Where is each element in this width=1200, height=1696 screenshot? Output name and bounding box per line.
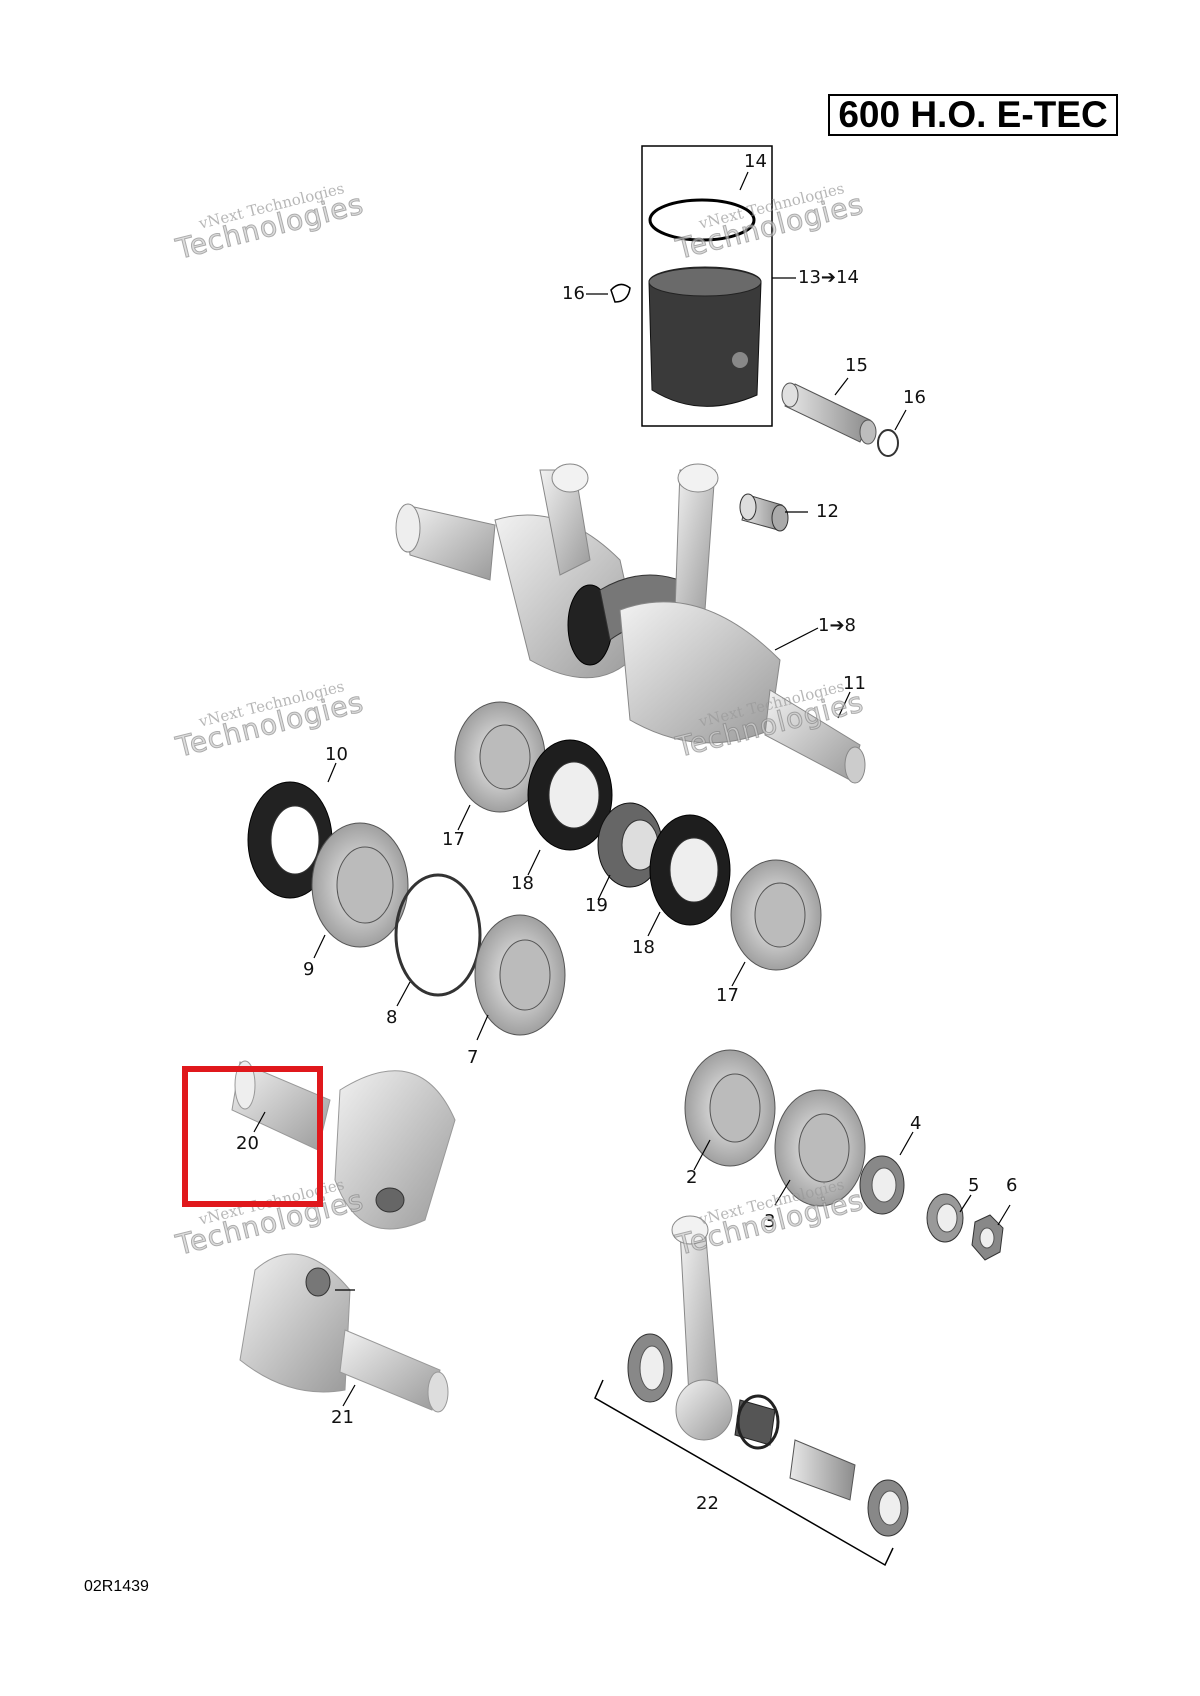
callout-22[interactable]: 22 xyxy=(696,1493,719,1514)
bearing-7 xyxy=(474,914,566,1036)
leader-lines xyxy=(253,171,1011,1407)
callout-11[interactable]: 11 xyxy=(843,673,866,694)
piston-ring xyxy=(648,198,756,242)
callout-19[interactable]: 19 xyxy=(585,895,608,916)
piston-assembly xyxy=(610,145,773,427)
callout-20[interactable]: 20 xyxy=(236,1133,259,1154)
crankshaft-half-20 xyxy=(231,1060,456,1230)
piston xyxy=(648,281,762,407)
o-ring xyxy=(394,873,482,997)
callout-3[interactable]: 3 xyxy=(764,1211,776,1232)
callout-14[interactable]: 14 xyxy=(744,151,767,172)
seal-18-left xyxy=(527,739,613,851)
callout-16-right[interactable]: 16 xyxy=(903,387,926,408)
crankshaft-assembly xyxy=(395,463,866,784)
callout-16-top[interactable]: 16 xyxy=(562,283,585,304)
piston-pin xyxy=(781,382,899,457)
callout-4[interactable]: 4 xyxy=(910,1113,922,1134)
callout-18-right[interactable]: 18 xyxy=(632,937,655,958)
callout-1-8[interactable]: 1➔8 xyxy=(818,615,856,636)
bearing-17-left xyxy=(454,701,546,813)
bearing-17-right xyxy=(730,859,822,971)
callout-17-left[interactable]: 17 xyxy=(442,829,465,850)
model-title: 600 H.O. E-TEC xyxy=(828,94,1118,136)
callout-21[interactable]: 21 xyxy=(331,1407,354,1428)
drive-gear xyxy=(597,802,663,888)
bearing-2 xyxy=(684,1049,776,1167)
callout-17-right[interactable]: 17 xyxy=(716,985,739,1006)
selected-part-highlight xyxy=(182,1066,323,1207)
seal-18-right xyxy=(649,814,731,926)
connecting-rod-kit xyxy=(594,1215,909,1567)
bearing-3 xyxy=(774,1089,866,1207)
callout-18-left[interactable]: 18 xyxy=(511,873,534,894)
circlip-right xyxy=(877,429,899,457)
bearing-9 xyxy=(311,822,409,948)
callout-13-14[interactable]: 13➔14 xyxy=(798,267,859,288)
circlip-top xyxy=(610,283,631,303)
callout-15[interactable]: 15 xyxy=(845,355,868,376)
callout-2[interactable]: 2 xyxy=(686,1167,698,1188)
callout-7[interactable]: 7 xyxy=(467,1047,479,1068)
callout-9[interactable]: 9 xyxy=(303,959,315,980)
callout-10[interactable]: 10 xyxy=(325,744,348,765)
crankshaft-half-21 xyxy=(239,1253,449,1413)
needle-bearing-top xyxy=(739,493,789,532)
callout-5[interactable]: 5 xyxy=(968,1175,980,1196)
callout-6[interactable]: 6 xyxy=(1006,1175,1018,1196)
callout-12[interactable]: 12 xyxy=(816,501,839,522)
drawing-code: 02R1439 xyxy=(84,1578,149,1595)
callout-8[interactable]: 8 xyxy=(386,1007,398,1028)
